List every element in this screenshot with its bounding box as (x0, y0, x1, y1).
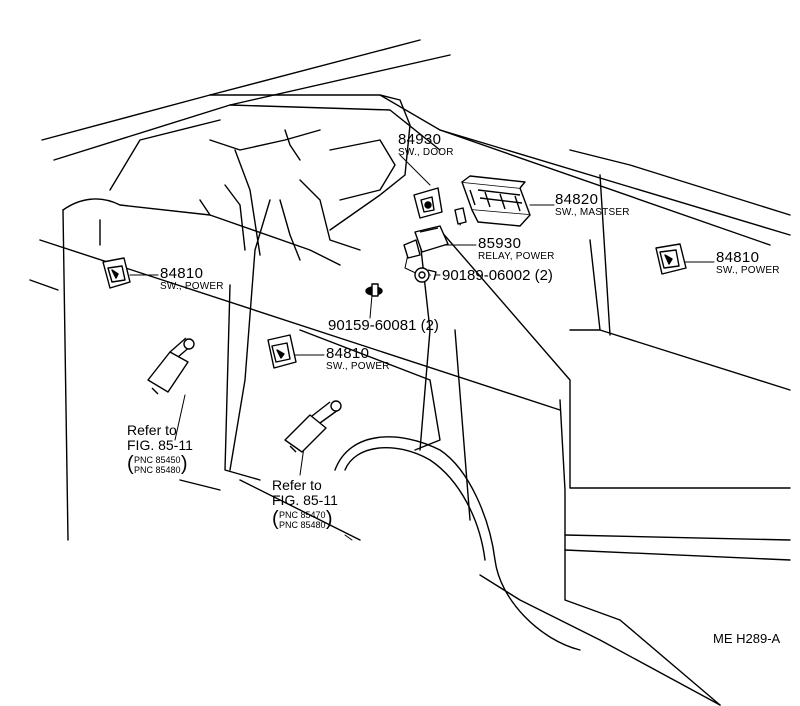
lock-actuator-rear-part (284, 400, 342, 453)
front-pnc-1: PNC 85450 (134, 455, 181, 465)
front-reference-line1: Refer to (127, 422, 177, 438)
rear-reference: Refer to FIG. 85-11 (272, 478, 338, 508)
relay-power-description: RELAY, POWER (478, 251, 555, 262)
lock-actuator-front-part (147, 337, 195, 395)
leader-lines (129, 154, 715, 541)
power-switch-left-part (102, 257, 131, 289)
sw-door-part-number: 84930 (398, 131, 442, 148)
rear-quarter-outline (439, 149, 791, 706)
clip-part-number: 90189-06002 (2) (442, 267, 553, 284)
screw-part-number: 90159-60081 (2) (328, 317, 439, 334)
sw-master-description: SW., MASTSER (555, 207, 630, 218)
power-switch-right-part (655, 243, 687, 275)
sw-power-right-description: SW., POWER (716, 265, 780, 276)
sw-power-mid-part-number: 84810 (326, 345, 370, 362)
power-relay-part (403, 225, 449, 259)
rear-pnc-list: PNC 85470 PNC 85480 (272, 509, 332, 530)
sw-power-left-description: SW., POWER (160, 281, 224, 292)
relay-power-callout: 85930 RELAY, POWER (478, 236, 555, 262)
relay-power-part-number: 85930 (478, 235, 522, 252)
sw-master-part-number: 84820 (555, 191, 599, 208)
sw-power-right-part-number: 84810 (716, 249, 760, 266)
wheel-arch (334, 436, 721, 706)
sw-master-callout: 84820 SW., MASTSER (555, 192, 630, 218)
front-pnc-list: PNC 85450 PNC 85480 (127, 454, 187, 475)
drawing-code: ME H289-A (713, 631, 781, 646)
sw-power-mid-callout: 84810 SW., POWER (326, 346, 390, 372)
sw-door-callout: 84930 SW., DOOR (398, 132, 454, 158)
sw-power-right-callout: 84810 SW., POWER (716, 250, 780, 276)
sw-power-mid-description: SW., POWER (326, 361, 390, 372)
master-switch-part (454, 175, 531, 227)
vehicle-body-outline (29, 39, 791, 541)
front-reference-figure: FIG. 85-11 (127, 437, 193, 453)
clip-part (414, 267, 437, 283)
front-pnc-2: PNC 85480 (134, 465, 181, 475)
rear-pnc-1: PNC 85470 (279, 510, 326, 520)
front-reference: Refer to FIG. 85-11 (127, 423, 193, 453)
rear-reference-line1: Refer to (272, 477, 322, 493)
door-switch-part (413, 187, 443, 219)
power-switch-mid-part (267, 334, 297, 369)
screw-part (365, 283, 383, 297)
rear-pnc-2: PNC 85480 (279, 520, 326, 530)
sw-power-left-part-number: 84810 (160, 265, 204, 282)
sw-door-description: SW., DOOR (398, 147, 454, 158)
rear-reference-figure: FIG. 85-11 (272, 492, 338, 508)
sw-power-left-callout: 84810 SW., POWER (160, 266, 224, 292)
